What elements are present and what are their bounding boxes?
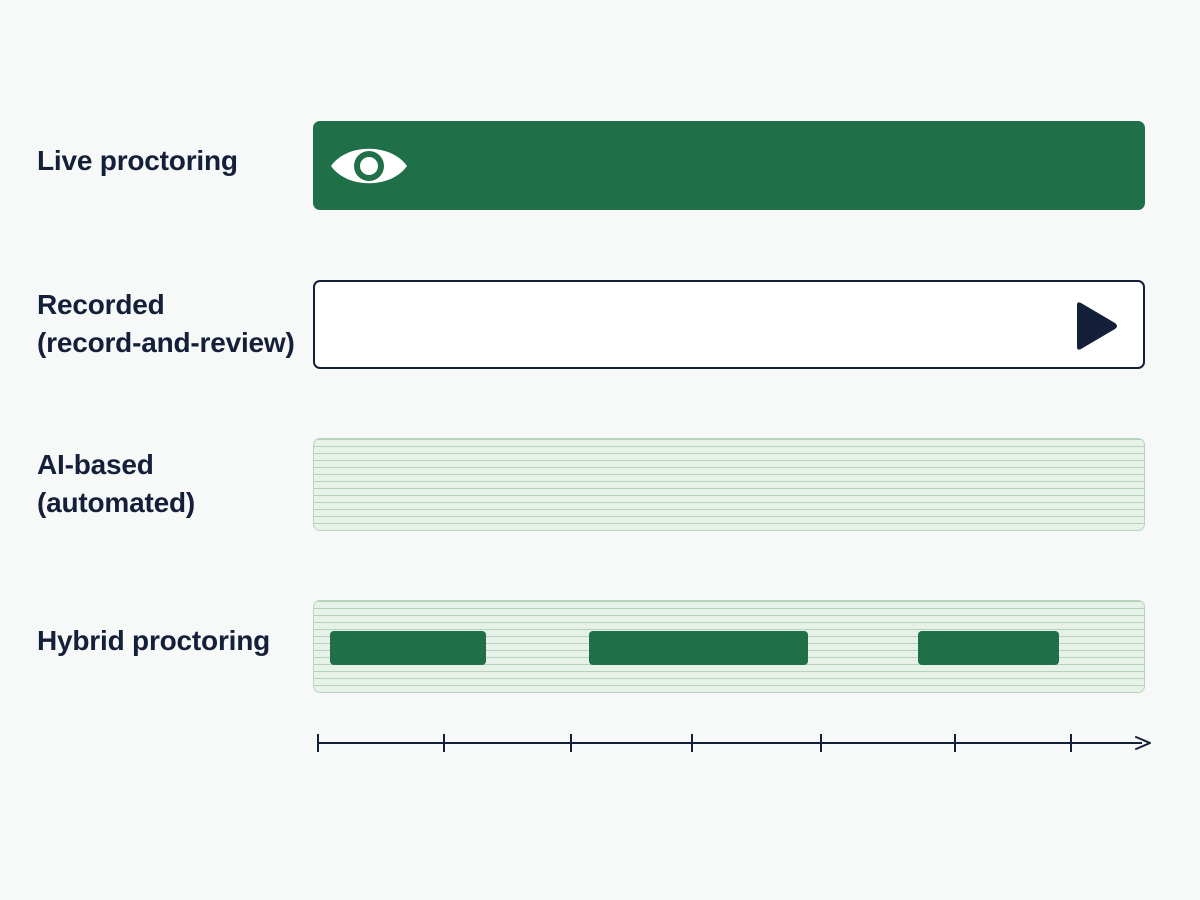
track-ai — [313, 438, 1145, 531]
row-label-ai-line-1: AI-based — [37, 449, 154, 480]
row-label-hybrid-line-1: Hybrid proctoring — [37, 625, 271, 656]
row-label-recorded: Recorded (record-and-review) — [37, 286, 295, 362]
row-label-live: Live proctoring — [37, 142, 238, 180]
hybrid-live-segment — [589, 631, 808, 665]
row-label-recorded-line-2: (record-and-review) — [37, 327, 295, 358]
hybrid-live-segment — [330, 631, 486, 665]
row-label-live-line-1: Live proctoring — [37, 145, 238, 176]
track-recorded — [313, 280, 1145, 369]
eye-icon — [331, 148, 407, 184]
row-label-ai-line-2: (automated) — [37, 487, 196, 518]
row-label-recorded-line-1: Recorded — [37, 289, 165, 320]
hybrid-live-segment — [918, 631, 1059, 665]
row-label-hybrid: Hybrid proctoring — [37, 622, 270, 660]
track-live — [313, 121, 1145, 210]
track-hybrid — [313, 600, 1145, 693]
arrow-right-icon — [1135, 736, 1151, 750]
row-label-ai: AI-based (automated) — [37, 446, 195, 522]
play-icon — [1077, 302, 1117, 350]
timeline-axis — [317, 734, 1151, 752]
